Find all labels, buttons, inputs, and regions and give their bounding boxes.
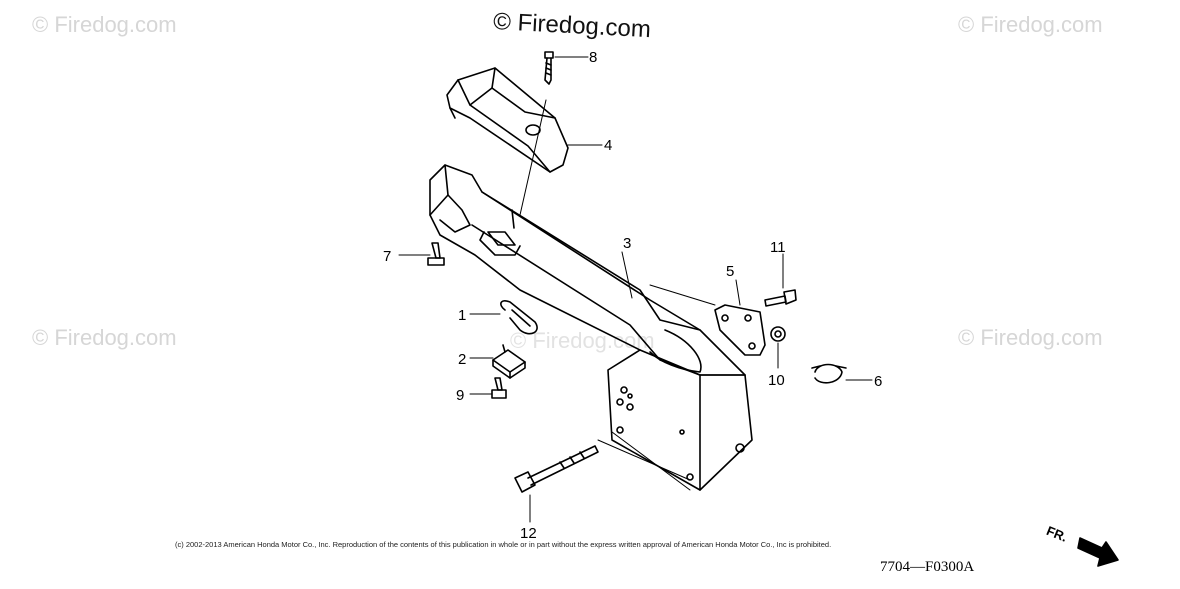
part-10-nut xyxy=(770,326,786,342)
watermark-mid-right: © Firedog.com xyxy=(958,325,1103,350)
part-12-bolt xyxy=(514,445,599,493)
part-5-plate xyxy=(714,304,766,356)
callout-8: 8 xyxy=(589,49,597,66)
part-6-clamp xyxy=(811,363,847,384)
callout-10: 10 xyxy=(768,372,785,389)
callout-7: 7 xyxy=(383,248,391,265)
watermark-top-left: © Firedog.com xyxy=(32,12,177,37)
part-8-screw xyxy=(544,51,554,85)
front-direction-arrow-icon xyxy=(1077,537,1119,567)
copyright-notice: (c) 2002-2013 American Honda Motor Co., … xyxy=(175,540,832,549)
callout-4: 4 xyxy=(604,137,612,154)
part-7-screw xyxy=(427,242,445,266)
callout-5: 5 xyxy=(726,263,734,280)
callout-1: 1 xyxy=(458,307,466,324)
part-3-frame xyxy=(429,164,753,491)
part-1-clip xyxy=(500,300,538,335)
callout-9: 9 xyxy=(456,387,464,404)
part-2-bracket xyxy=(492,344,526,379)
part-11-bolt xyxy=(764,289,797,307)
callout-3: 3 xyxy=(623,235,631,252)
diagram-code: 7704—F0300A xyxy=(880,559,975,575)
callout-2: 2 xyxy=(458,351,466,368)
watermark-top-right: © Firedog.com xyxy=(958,12,1103,37)
callout-6: 6 xyxy=(874,373,882,390)
watermark-mid-left: © Firedog.com xyxy=(32,325,177,350)
leader-lines xyxy=(398,56,873,523)
part-9-screw xyxy=(491,377,507,399)
part-4-cover xyxy=(446,67,569,173)
callout-12: 12 xyxy=(520,525,537,542)
callout-11: 11 xyxy=(770,239,786,256)
